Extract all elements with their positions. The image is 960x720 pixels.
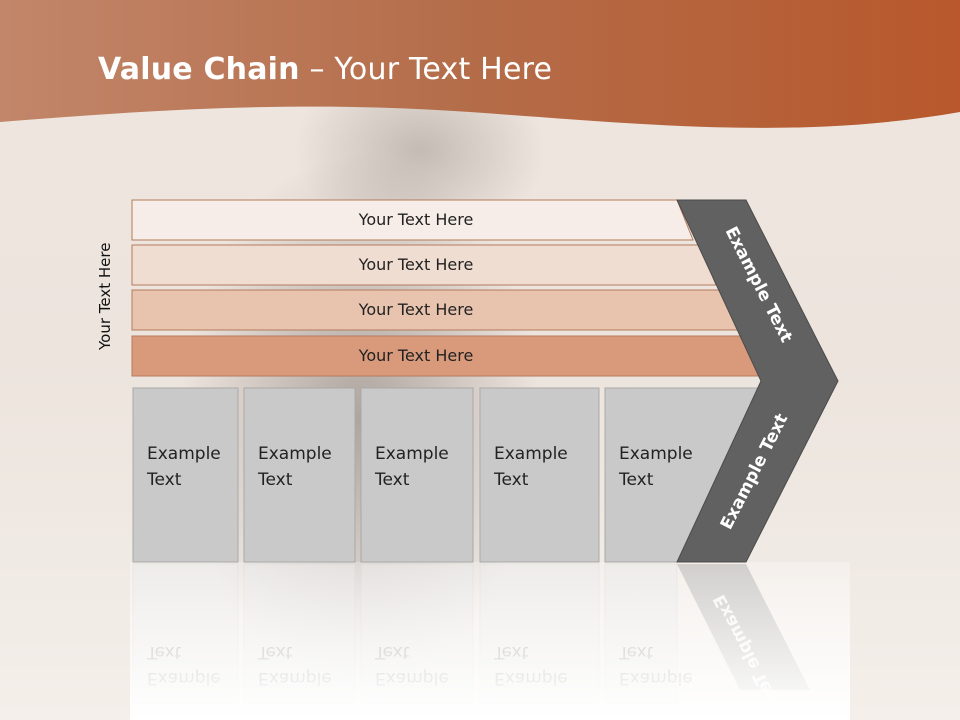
primary-box-line2: Text — [257, 470, 293, 490]
support-row: Your Text Here — [131, 289, 740, 331]
primary-box-line2: Text — [618, 470, 654, 490]
primary-box-shape — [360, 387, 474, 563]
primary-box-line1: Example — [619, 444, 693, 464]
primary-box-shape — [132, 387, 239, 563]
primary-box-line2: Text — [493, 470, 529, 490]
primary-box-line1: Example — [494, 444, 568, 464]
support-row-label: Your Text Here — [358, 210, 474, 229]
title-rest: – Your Text Here — [299, 52, 553, 87]
primary-box-shape — [243, 387, 356, 563]
primary-box-line1: Example — [147, 444, 221, 464]
primary-box-line1: Example — [375, 444, 449, 464]
support-row-label: Your Text Here — [358, 300, 474, 319]
title-banner — [0, 0, 960, 128]
page-title: Value Chain – Your Text Here — [98, 52, 552, 87]
primary-activities: ExampleTextExampleTextExampleTextExample… — [132, 387, 761, 563]
chevron-shape — [676, 199, 839, 563]
support-row-shape — [131, 199, 694, 241]
support-row-label: Your Text Here — [358, 346, 474, 365]
reflection-fade — [130, 562, 850, 720]
primary-box-line1: Example — [258, 444, 332, 464]
support-row: Your Text Here — [131, 335, 764, 377]
title-bold: Value Chain — [98, 52, 300, 87]
support-row: Your Text Here — [131, 199, 694, 241]
primary-box-shape — [479, 387, 600, 563]
primary-box-line2: Text — [146, 470, 182, 490]
support-row: Your Text Here — [131, 244, 717, 286]
primary-box-line2: Text — [374, 470, 410, 490]
support-row-label: Your Text Here — [358, 255, 474, 274]
